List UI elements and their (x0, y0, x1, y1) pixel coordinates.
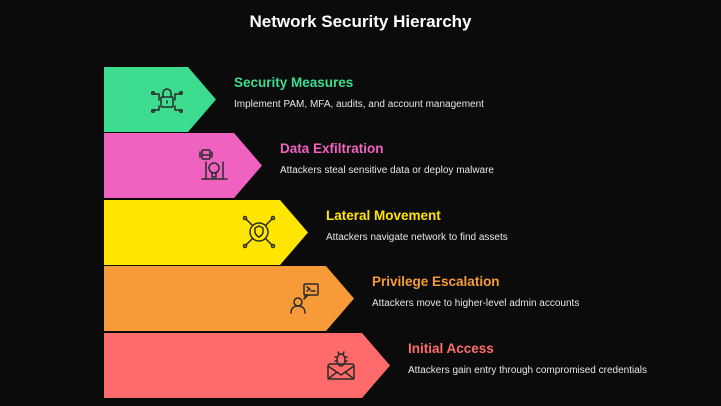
bug-envelope-icon (324, 348, 358, 382)
level-heading: Initial Access (408, 341, 494, 356)
level-heading: Privilege Escalation (372, 274, 500, 289)
lock-circuit-icon (150, 82, 184, 116)
skull-laptop-icon (196, 148, 230, 182)
level-description: Attackers move to higher-level admin acc… (372, 298, 580, 309)
level-arrow-1 (104, 67, 216, 132)
level-description: Implement PAM, MFA, audits, and account … (234, 99, 484, 110)
level-arrow-5 (104, 333, 390, 398)
level-arrow-2 (104, 133, 262, 198)
diagram-title: Network Security Hierarchy (249, 12, 472, 31)
level-description: Attackers steal sensitive data or deploy… (280, 165, 494, 176)
level-heading: Lateral Movement (326, 208, 441, 223)
user-terminal-icon (288, 281, 322, 315)
shield-network-icon (242, 215, 276, 249)
level-heading: Data Exfiltration (280, 141, 384, 156)
level-arrow-3 (104, 200, 308, 265)
level-arrow-4 (104, 266, 354, 331)
level-description: Attackers gain entry through compromised… (408, 365, 648, 376)
level-heading: Security Measures (234, 75, 354, 90)
level-description: Attackers navigate network to find asset… (326, 232, 508, 243)
